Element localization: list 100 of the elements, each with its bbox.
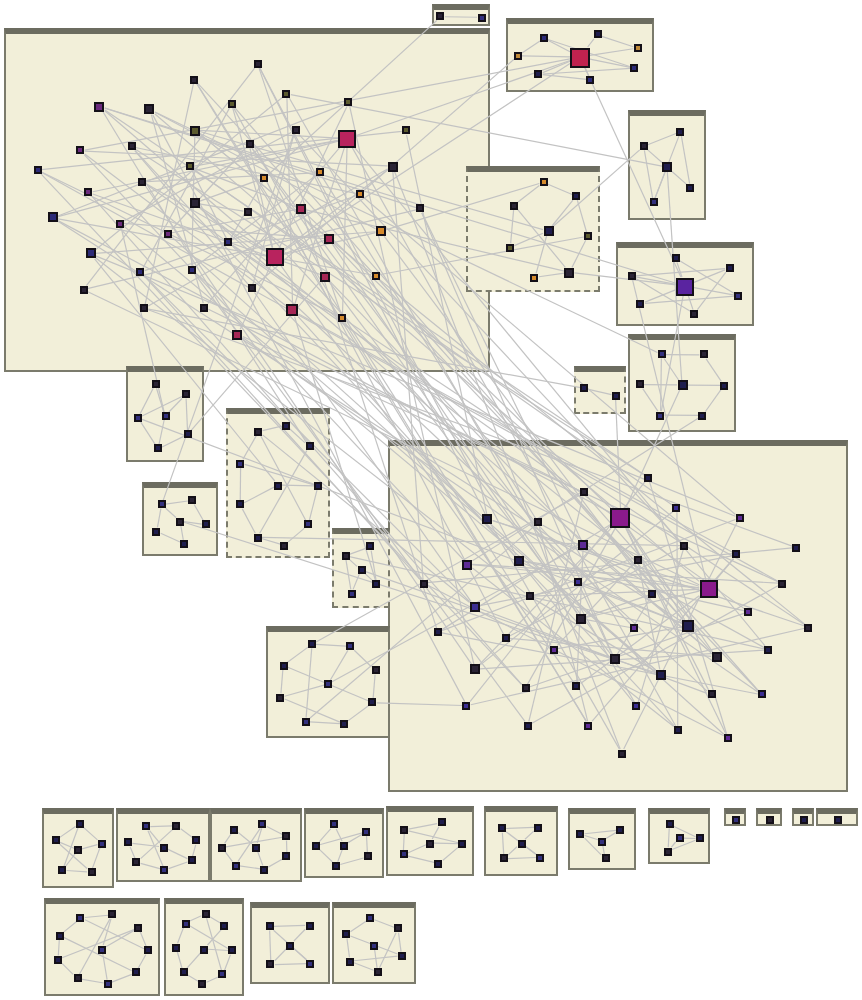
graph-node [260, 173, 269, 182]
graph-node [74, 846, 82, 854]
graph-node [469, 664, 480, 675]
graph-node [305, 442, 314, 451]
graph-node [699, 350, 708, 359]
cluster-panel [484, 806, 558, 876]
graph-node [79, 285, 88, 294]
graph-node [572, 192, 581, 201]
graph-node [648, 589, 657, 598]
graph-node [217, 843, 226, 852]
graph-node [291, 126, 300, 135]
cluster-panel [116, 808, 210, 882]
graph-node [732, 550, 741, 559]
graph-node [295, 203, 306, 214]
graph-node [371, 271, 380, 280]
graph-node [190, 75, 199, 84]
graph-node [462, 559, 473, 569]
graph-node [253, 60, 262, 69]
graph-node [498, 824, 507, 833]
graph-node [172, 821, 181, 830]
graph-node [437, 818, 446, 827]
graph-node [253, 533, 262, 542]
graph-node [573, 577, 582, 586]
graph-node [372, 580, 381, 589]
graph-node [611, 391, 620, 400]
graph-node [680, 541, 689, 550]
graph-node [47, 212, 58, 223]
graph-node [676, 127, 685, 136]
graph-node [534, 518, 543, 527]
graph-node [833, 815, 841, 823]
cluster-panel [164, 898, 244, 996]
cluster-panel [250, 902, 330, 984]
graph-node [274, 481, 282, 489]
graph-node [662, 162, 672, 172]
graph-node [521, 684, 530, 693]
graph-node [340, 841, 348, 849]
graph-node [676, 277, 694, 295]
cluster-panel [266, 626, 390, 738]
graph-node [227, 946, 236, 955]
graph-node [572, 682, 581, 691]
graph-node [198, 979, 207, 988]
graph-node [677, 380, 687, 390]
graph-node [583, 232, 592, 241]
graph-node [136, 268, 145, 277]
graph-node [304, 520, 313, 529]
graph-node [397, 951, 406, 960]
graph-node [183, 430, 192, 439]
graph-node [534, 70, 543, 79]
cluster-panel [386, 806, 474, 876]
graph-node [636, 299, 645, 308]
cluster-panel [126, 366, 204, 462]
graph-node [332, 861, 341, 870]
graph-node [363, 852, 372, 861]
graph-node [664, 847, 673, 856]
graph-node [462, 701, 471, 710]
graph-node [252, 843, 260, 851]
graph-node [633, 555, 642, 564]
graph-node [315, 168, 324, 177]
graph-node [323, 233, 334, 244]
graph-node [632, 702, 641, 711]
graph-node [792, 543, 801, 552]
graph-node [699, 580, 718, 599]
graph-node [656, 411, 665, 420]
cluster-panel [724, 808, 746, 826]
graph-node [189, 125, 200, 136]
graph-node [586, 75, 595, 84]
graph-node [630, 624, 639, 633]
graph-node [436, 12, 445, 21]
graph-node [179, 968, 188, 977]
graph-node [633, 44, 642, 53]
graph-node [401, 126, 410, 135]
graph-node [282, 89, 291, 98]
graph-node [236, 500, 245, 509]
graph-node [525, 592, 534, 601]
graph-node [311, 841, 320, 850]
graph-node [366, 542, 375, 551]
graph-node [757, 690, 766, 699]
graph-node [192, 836, 201, 845]
graph-node [649, 198, 658, 207]
graph-node [434, 859, 443, 868]
graph-node [236, 459, 245, 468]
graph-node [227, 100, 236, 109]
cluster-panel [44, 898, 160, 996]
graph-node [655, 669, 666, 680]
cluster-panel [628, 334, 736, 432]
graph-node [220, 921, 229, 930]
graph-node [154, 444, 163, 453]
graph-node [341, 551, 350, 560]
graph-node [426, 839, 434, 847]
graph-node [75, 819, 84, 828]
graph-node [94, 101, 105, 112]
graph-node [116, 219, 125, 227]
graph-node [346, 957, 354, 966]
graph-node [280, 541, 289, 550]
graph-node [201, 520, 210, 529]
graph-node [731, 815, 739, 823]
graph-node [265, 247, 284, 266]
graph-node [644, 473, 653, 482]
graph-node [539, 178, 548, 187]
cluster-panel [466, 166, 600, 292]
